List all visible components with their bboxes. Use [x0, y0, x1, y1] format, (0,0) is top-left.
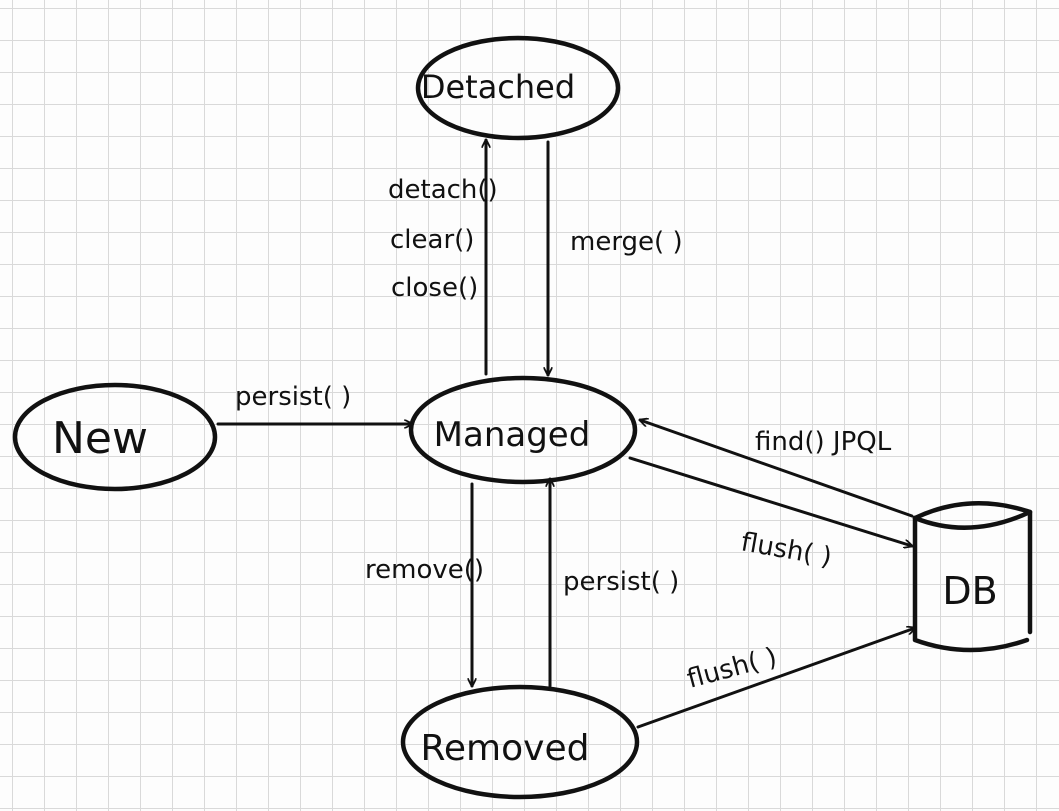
node-removed: Removed: [400, 684, 640, 800]
detach-label: detach(): [388, 175, 498, 205]
db-cylinder-back: [912, 501, 1033, 635]
new-ellipse: [12, 382, 218, 492]
flush-managed-arrow: [628, 456, 912, 546]
find-arrow: [640, 420, 914, 518]
flush-removed-arrow: [636, 628, 915, 729]
persist-removed-label: persist( ): [563, 567, 679, 597]
db-cylinder-top: [912, 509, 1033, 530]
node-detached: Detached: [415, 35, 621, 141]
node-db: DB: [912, 501, 1033, 653]
flush-managed-label: flush( ): [739, 527, 834, 572]
db-label: DB: [942, 569, 997, 613]
managed-label: Managed: [434, 415, 591, 455]
edge-detached-to-managed: merge( ): [548, 140, 683, 377]
remove-label: remove(): [365, 555, 484, 585]
edge-managed-to-detached: detach() clear() close(): [388, 138, 498, 376]
db-cylinder-body: [912, 515, 1030, 653]
close-label: close(): [391, 273, 478, 303]
merge-label: merge( ): [570, 227, 683, 257]
node-managed: Managed: [408, 375, 638, 485]
edge-removed-to-managed: persist( ): [550, 477, 679, 688]
edge-managed-to-removed: remove(): [365, 482, 484, 688]
removed-label: Removed: [421, 728, 590, 769]
node-new: New: [12, 382, 218, 492]
find-label: find() JPQL: [755, 427, 892, 457]
edge-new-to-managed: persist( ): [216, 382, 414, 424]
flush-removed-label: flush( ): [684, 642, 780, 695]
new-label: New: [52, 413, 148, 464]
edge-removed-to-db: flush( ): [636, 628, 915, 729]
detached-label: Detached: [421, 68, 575, 106]
edge-db-to-managed: find() JPQL: [640, 420, 914, 518]
removed-ellipse: [400, 684, 640, 800]
edge-managed-to-db: flush( ): [628, 456, 912, 573]
detached-ellipse: [415, 35, 621, 141]
clear-label: clear(): [390, 225, 474, 255]
managed-ellipse: [408, 375, 638, 485]
persist-label: persist( ): [235, 382, 351, 412]
